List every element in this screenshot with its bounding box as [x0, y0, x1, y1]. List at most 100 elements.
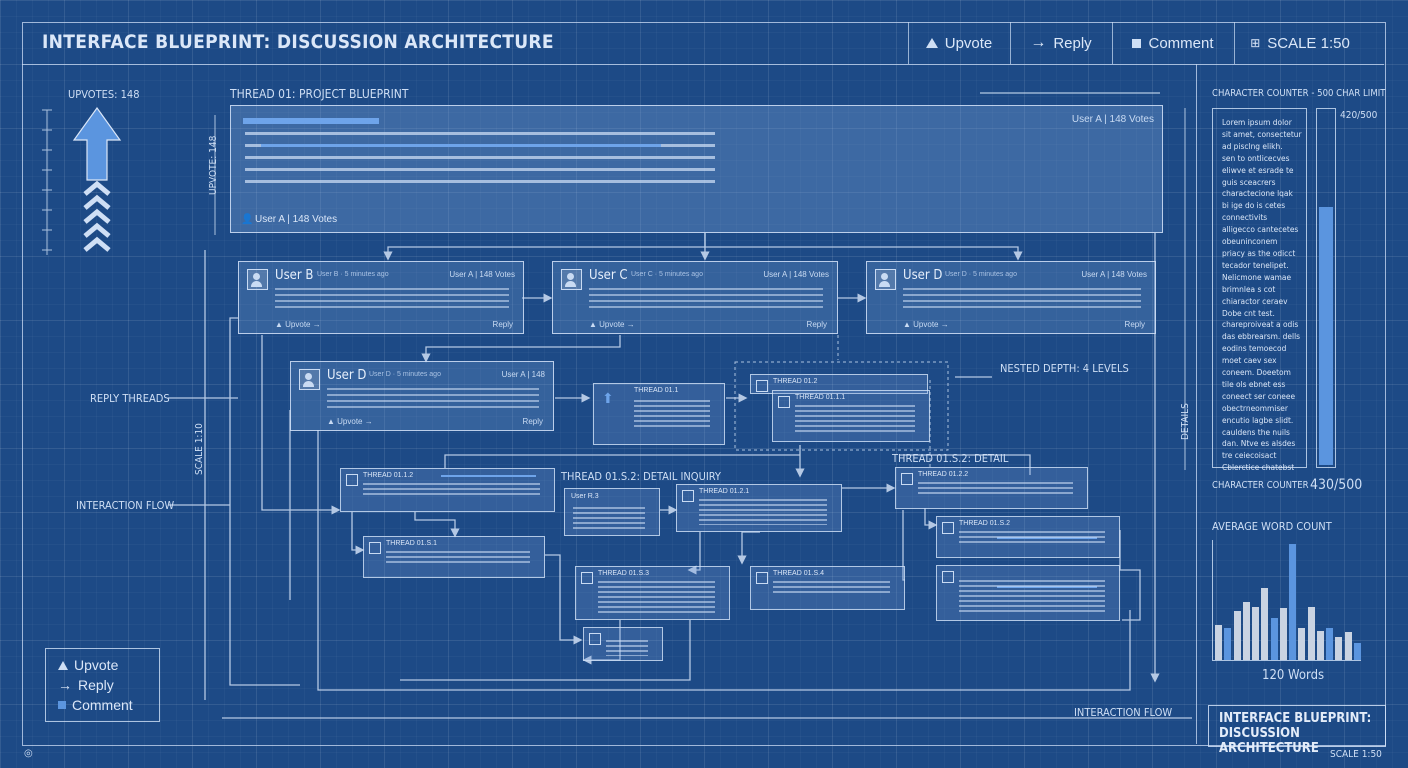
right-vertical-label: DETAILS [1180, 403, 1191, 440]
comment-label: Comment [1148, 34, 1214, 52]
thread-title-bar [243, 118, 379, 124]
wordcount-bar [1335, 636, 1343, 660]
avatar [778, 396, 790, 408]
wordcount-bar [1233, 611, 1241, 660]
upvote-arrow-icon[interactable] [72, 106, 124, 258]
reply-card-user-d-nested[interactable]: User D User D · 5 minutes ago User A | 1… [290, 361, 554, 431]
legend-box: Upvote →Reply Comment [45, 648, 160, 722]
card-subline: User B · 5 minutes ago [317, 271, 389, 278]
reply-card-user-b[interactable]: User B User B · 5 minutes ago User A | 1… [238, 261, 524, 334]
mini-title: User R.3 [571, 493, 599, 500]
mini-lines [598, 581, 715, 613]
mini-lines [959, 580, 1105, 612]
thread-label: THREAD 01: PROJECT BLUEPRINT [230, 87, 409, 101]
text-line: eliwve et esrade te [1222, 164, 1294, 175]
text-line: obectrneommiser [1222, 402, 1288, 413]
nested-reply-card[interactable]: THREAD 01.2 [750, 374, 928, 394]
thread-mini-card[interactable]: THREAD 01.S.2 [936, 516, 1120, 558]
text-line: chiaractor ceraev [1222, 295, 1288, 306]
text-line: tre ceiecoisact [1222, 450, 1277, 461]
reply-card-user-c[interactable]: User C User C · 5 minutes ago User A | 1… [552, 261, 838, 334]
text-line: eodins temoecod [1222, 343, 1287, 354]
mini-lines [363, 483, 540, 497]
reply-button[interactable]: → Reply [1010, 22, 1111, 64]
mini-lines [573, 507, 645, 531]
comment-square-icon [1132, 38, 1142, 48]
thread-mini-card[interactable] [583, 627, 663, 661]
thread-highlight-line [261, 144, 661, 147]
thread-detail-inquiry-label: THREAD 01.S.2: DETAIL INQUIRY [561, 470, 721, 483]
card-reply-action[interactable]: Reply [1124, 320, 1145, 329]
text-line: ad pisclng elikh. [1222, 140, 1283, 151]
upvote-icon [58, 660, 68, 670]
card-upvote-action[interactable]: ▲ Upvote → [589, 320, 635, 329]
card-reply-action[interactable]: Reply [806, 320, 827, 329]
mini-title: THREAD 01.S.1 [386, 540, 437, 547]
card-subline: User C · 5 minutes ago [631, 271, 703, 278]
scale-label: SCALE 1:50 [1267, 34, 1350, 52]
wordcount-bar [1316, 631, 1324, 660]
comment-button[interactable]: Comment [1112, 22, 1233, 64]
mini-title: THREAD 01.S.4 [773, 570, 824, 577]
wordcount-bar [1252, 606, 1259, 660]
wordcount-bar [1261, 588, 1269, 660]
wordcount-bar [1242, 602, 1250, 660]
page-title: INTERFACE BLUEPRINT: DISCUSSION ARCHITEC… [42, 31, 554, 53]
card-text-lines [327, 388, 539, 408]
char-counter-title: CHARACTER COUNTER - 500 CHAR LIMIT [1212, 88, 1386, 99]
thread-mini-card[interactable]: THREAD 01.S.1 [363, 536, 545, 578]
text-line: guis sceacrers [1222, 176, 1276, 187]
card-meta: User A | 148 Votes [1081, 270, 1147, 279]
text-line: chareproiveat a odis [1222, 319, 1299, 330]
char-counter-label: CHARACTER COUNTER [1212, 480, 1309, 491]
avatar [299, 369, 320, 390]
thread-mini-card[interactable]: THREAD 01.1.2 [340, 468, 555, 512]
interaction-flow-label: INTERACTION FLOW [76, 499, 175, 512]
thread-mini-card[interactable] [936, 565, 1120, 621]
text-line: coneem. Doeetom [1222, 367, 1291, 378]
upvote-detail-card[interactable]: ⬆ THREAD 01.1 [593, 383, 725, 445]
thread-mini-card[interactable]: THREAD 01.2.1 [676, 484, 842, 532]
sidebar-divider [1196, 64, 1197, 744]
main-thread-card[interactable]: User A | 148 Votes 👤 User A | 148 Votes [230, 105, 1163, 233]
mini-lines [795, 405, 915, 435]
text-line: alligecco cantecetes [1222, 224, 1299, 235]
mini-lines [959, 531, 1105, 545]
wordcount-bar [1307, 606, 1315, 660]
outer-frame [22, 22, 1386, 746]
header-bar [22, 22, 1384, 65]
avatar [875, 269, 896, 290]
text-line: encutio lagbe slidt. [1222, 414, 1294, 425]
wordcount-bar-chart [1212, 540, 1361, 661]
mini-title: THREAD 01.1 [634, 387, 679, 394]
avatar [756, 380, 768, 392]
text-line: priacy as the odicct [1222, 247, 1296, 258]
card-upvote-action[interactable]: ▲ Upvote → [275, 320, 321, 329]
legend-upvote: Upvote [58, 657, 118, 673]
wordcount-bar [1289, 544, 1296, 660]
title-block-line1: INTERFACE BLUEPRINT: [1219, 711, 1372, 726]
card-upvote-action[interactable]: ▲ Upvote → [327, 417, 373, 426]
text-line: Dobe cnt test. [1222, 307, 1275, 318]
thread-mini-card[interactable]: THREAD 01.2.2 [895, 467, 1088, 509]
wordcount-value: 120 Words [1262, 668, 1325, 683]
thread-mini-card[interactable]: User R.3 [564, 488, 660, 536]
thread-mini-card[interactable]: THREAD 01.S.3 [575, 566, 730, 620]
meter-fill [1319, 207, 1333, 465]
upvote-label: Upvote [944, 34, 993, 52]
card-reply-action[interactable]: Reply [522, 417, 543, 426]
card-username: User D [327, 368, 367, 383]
card-username: User B [275, 268, 314, 283]
upvote-small-icon: ⬆ [602, 390, 614, 406]
text-line: tile ols ebnet ess [1222, 378, 1286, 389]
thread-mini-card[interactable]: THREAD 01.S.4 [750, 566, 905, 610]
card-reply-action[interactable]: Reply [492, 320, 513, 329]
nested-reply-card[interactable]: THREAD 01.1.1 [772, 390, 930, 442]
legend-reply: →Reply [58, 677, 114, 693]
upvote-button[interactable]: Upvote [908, 22, 1009, 64]
text-line: das ebbrearsm. dells [1222, 331, 1301, 342]
reply-card-user-d[interactable]: User D User D · 5 minutes ago User A | 1… [866, 261, 1156, 334]
card-upvote-action[interactable]: ▲ Upvote → [903, 320, 949, 329]
mini-highlight [441, 475, 536, 477]
